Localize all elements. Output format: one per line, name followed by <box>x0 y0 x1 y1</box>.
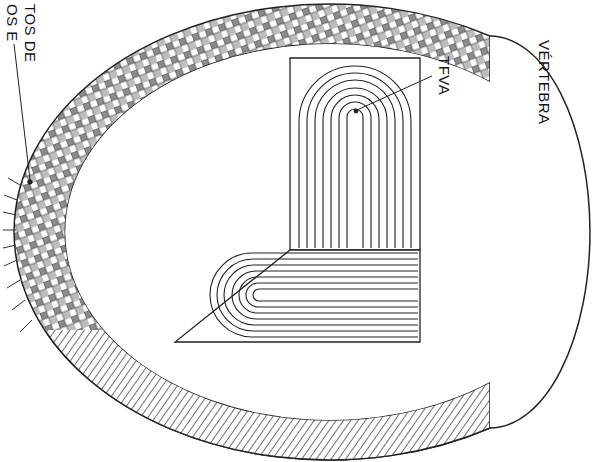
vertebra-body <box>490 36 590 428</box>
part-label: OS E <box>5 4 20 42</box>
vertebra-body-inner <box>65 44 490 420</box>
cut-lower-face <box>175 250 420 342</box>
annulus-band <box>14 4 490 460</box>
annulus-hatch <box>14 330 490 460</box>
fiber-ticks <box>3 178 32 332</box>
fiber-loops <box>210 66 418 337</box>
part-label: TFVA <box>437 56 452 95</box>
cut-vertical-face <box>290 58 420 250</box>
part-label: VÉRTEBRA <box>537 40 552 125</box>
part-label: TOS DE <box>23 4 38 63</box>
leader-line <box>14 44 432 184</box>
